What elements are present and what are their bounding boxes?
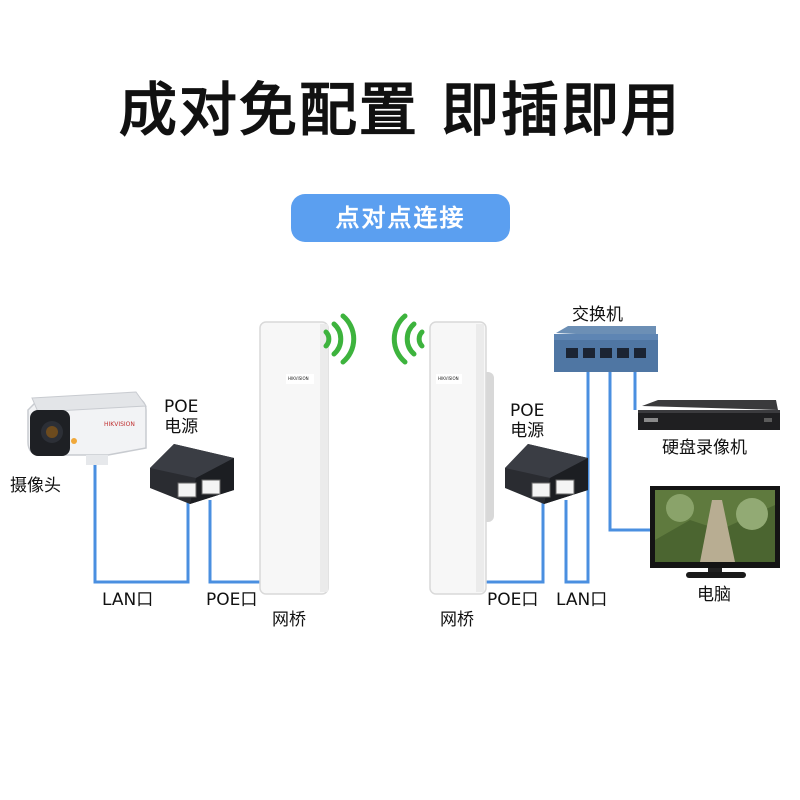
page-title: 成对免配置 即插即用 [118, 76, 682, 144]
bridge-left-brand-text: HIKVISION [288, 376, 309, 381]
nvr-icon [638, 400, 780, 430]
nvr-label: 硬盘录像机 [662, 438, 747, 458]
camera-brand-text: HIKVISION [104, 421, 135, 428]
camera-icon: HIKVISION [27, 391, 147, 465]
bridge-left-icon: HIKVISION [259, 321, 329, 595]
poe-left-label: POE 电源 [164, 397, 198, 437]
connection-type-badge: 点对点连接 [291, 194, 510, 242]
monitor-icon [650, 486, 780, 578]
right-lan-port-label: LAN口 [556, 590, 608, 610]
cable-camera-to-poe-left [93, 440, 190, 584]
poe-right-label-line2: 电源 [510, 421, 545, 441]
monitor-label: 电脑 [697, 585, 731, 605]
bridge-right-brand-text: HIKVISION [438, 376, 459, 381]
switch-icon [554, 326, 658, 372]
cable-switch-to-monitor [608, 372, 652, 532]
right-poe-port-label: POE口 [487, 590, 539, 610]
bridge-left-label: 网桥 [272, 610, 306, 630]
bridge-right-label: 网桥 [440, 610, 474, 630]
cable-poe-left-to-bridge-left [208, 500, 262, 584]
left-poe-port-label: POE口 [206, 590, 258, 610]
wifi-signal-left-icon [323, 313, 357, 365]
bridge-right-icon: HIKVISION [429, 321, 494, 595]
camera-label: 摄像头 [10, 476, 61, 496]
poe-adapter-right-icon [505, 444, 588, 504]
wifi-signal-right-icon [391, 313, 425, 365]
poe-adapter-left-icon [150, 444, 234, 504]
cable-bridge-right-to-poe-right [482, 500, 545, 584]
poe-right-label-line1: POE [510, 401, 545, 421]
poe-left-label-line2: 电源 [164, 417, 199, 437]
poe-right-label: POE 电源 [510, 401, 544, 441]
switch-label: 交换机 [572, 305, 623, 325]
left-lan-port-label: LAN口 [102, 590, 154, 610]
poe-left-label-line1: POE [164, 397, 199, 417]
